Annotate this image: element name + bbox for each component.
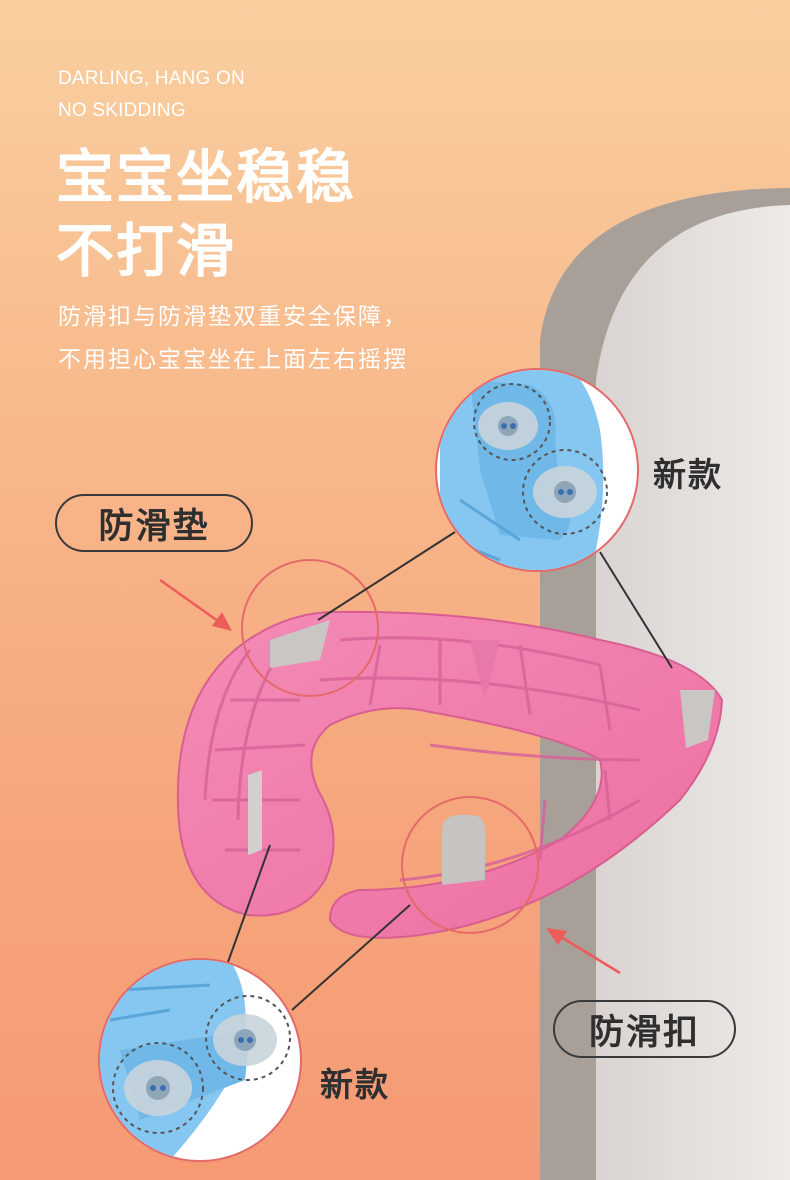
buckle-highlight-circle <box>401 796 539 934</box>
pink-seat <box>176 610 724 939</box>
headline-line-1: 宝宝坐稳稳 <box>56 143 357 211</box>
description-line-2: 不用担心宝宝坐在上面左右摇摆 <box>58 347 408 373</box>
headline-line-2: 不打滑 <box>56 217 237 285</box>
pad-highlight-circle <box>241 559 379 697</box>
new-model-label-top: 新款 <box>653 455 723 494</box>
anti-slip-buckle-label: 防滑扣 <box>553 1000 736 1058</box>
new-model-label-bottom: 新款 <box>320 1065 390 1104</box>
connector-lines <box>227 531 673 1011</box>
anti-slip-pad-label: 防滑垫 <box>55 494 253 552</box>
detail-circle-top <box>435 368 639 572</box>
eyebrow-line-2: NO SKIDDING <box>58 100 186 121</box>
arrows <box>159 578 621 975</box>
description-line-1: 防滑扣与防滑垫双重安全保障， <box>58 304 408 330</box>
detail-circle-bottom <box>98 958 302 1162</box>
eyebrow-line-1: DARLING, HANG ON <box>58 68 245 89</box>
